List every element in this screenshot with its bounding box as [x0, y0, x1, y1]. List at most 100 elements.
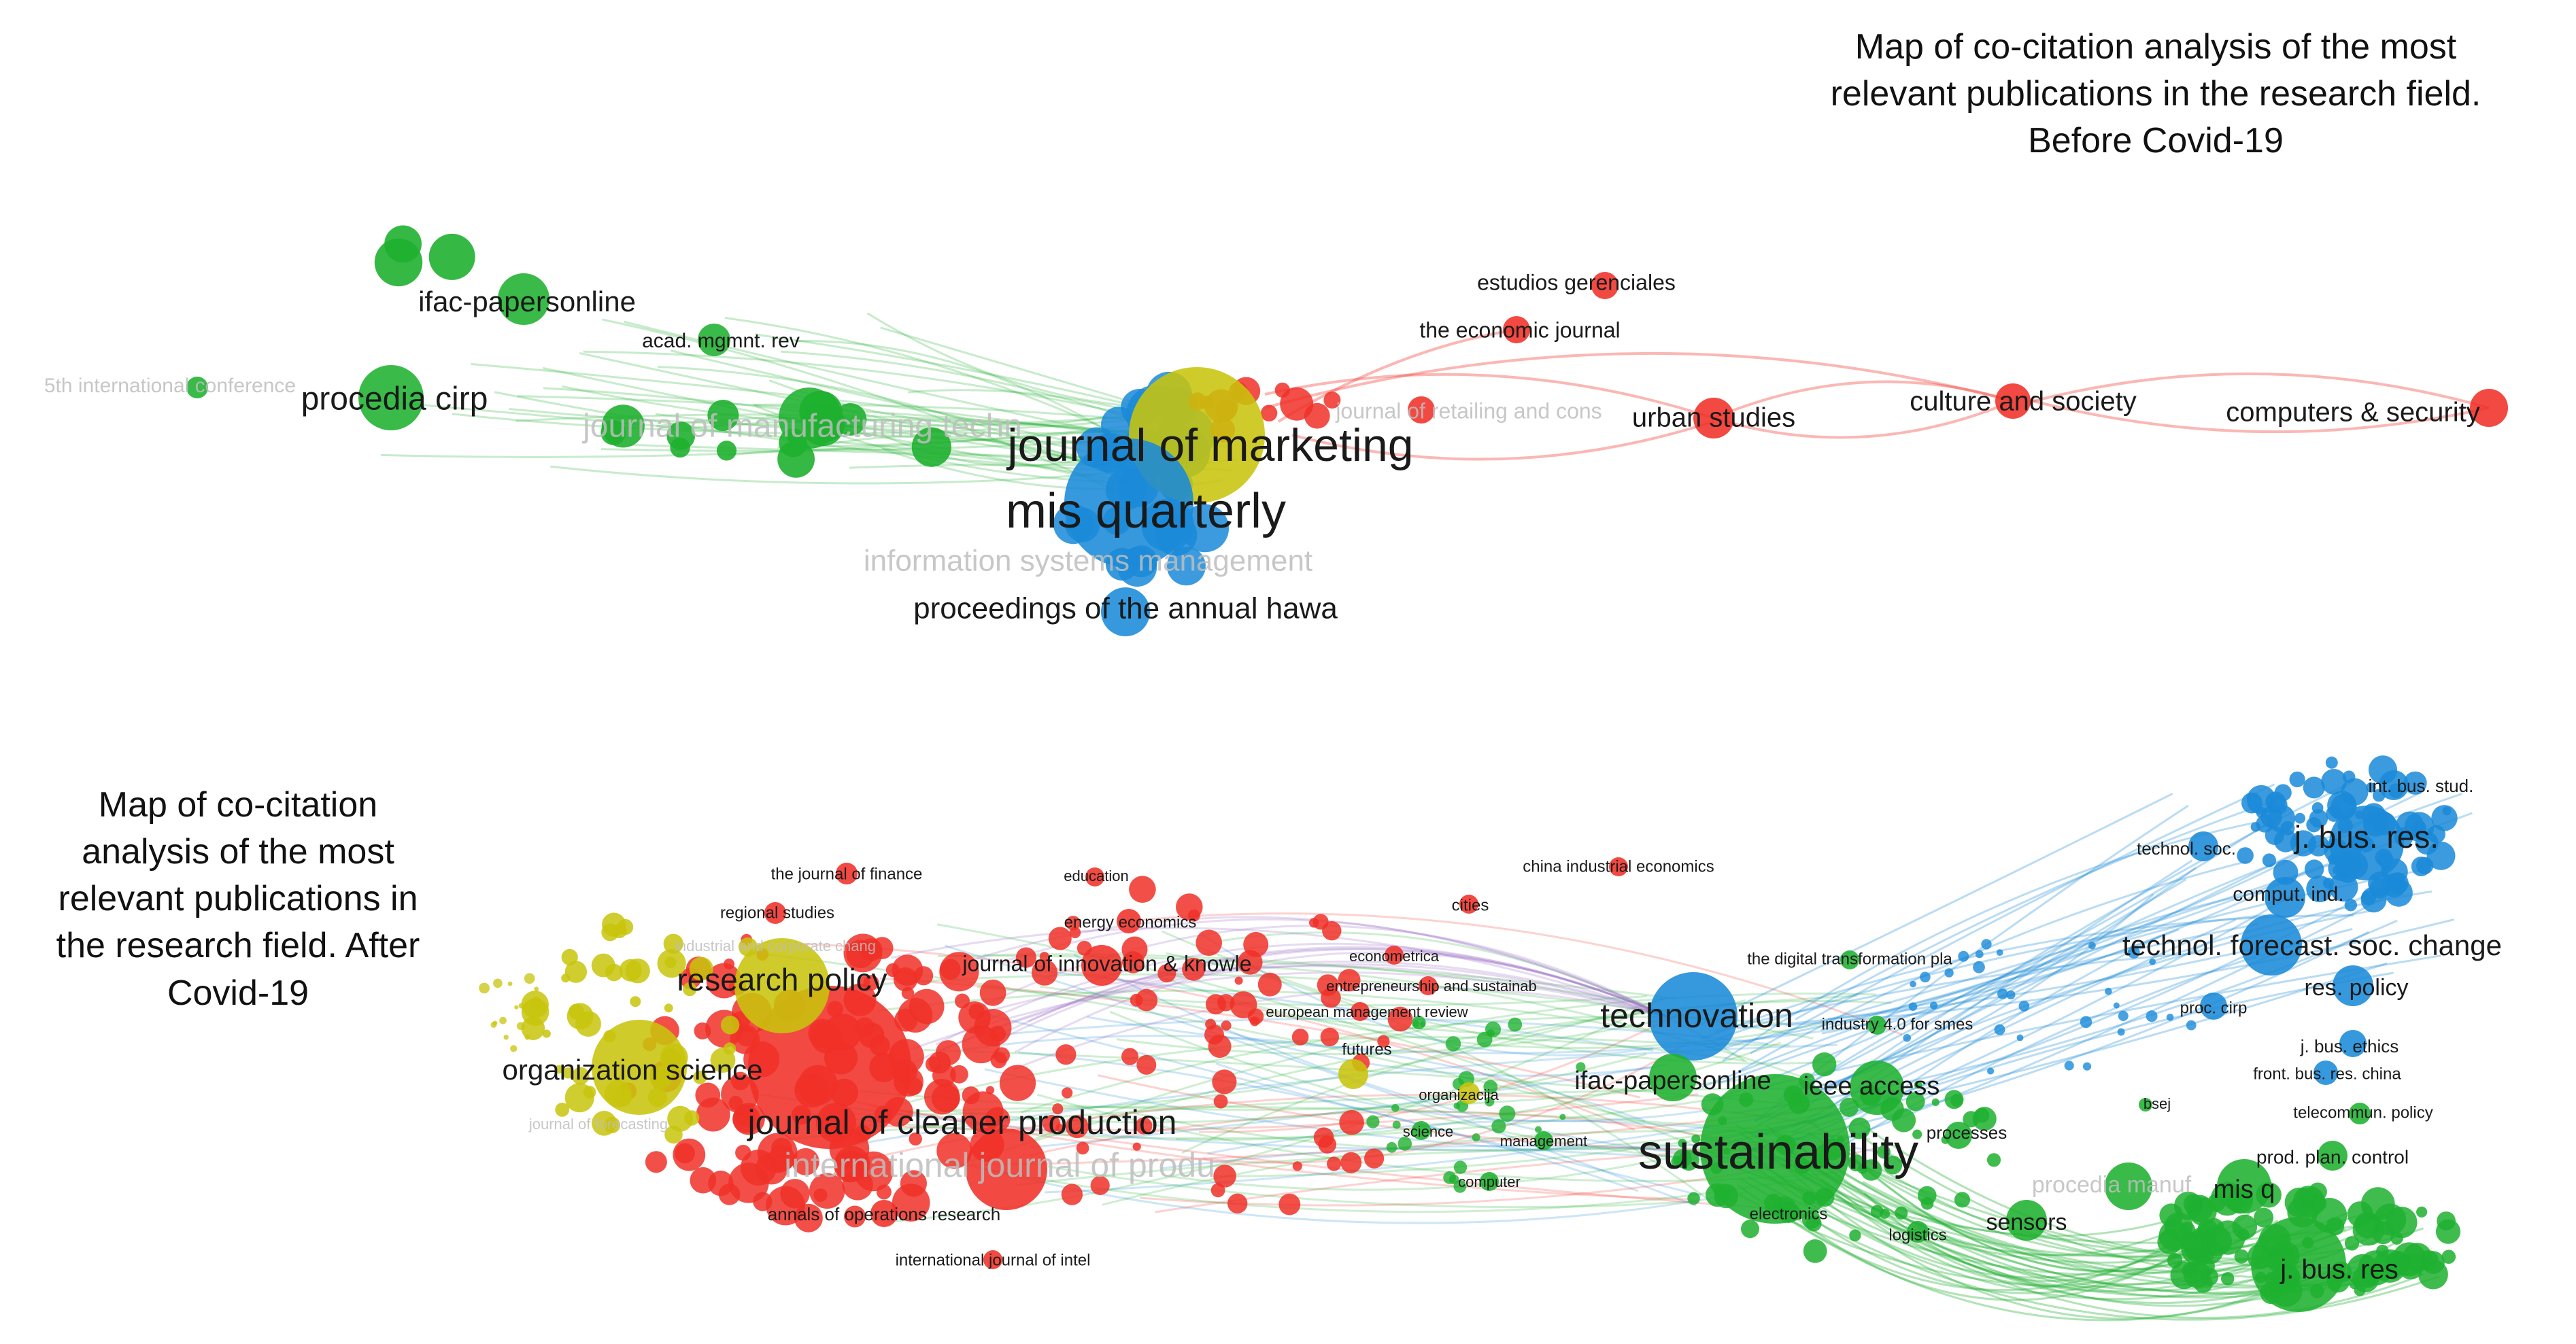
node-ifac-papersonline[interactable]: [498, 273, 549, 325]
minor-node: [1920, 971, 1931, 983]
node-annals-of-operations-research[interactable]: [870, 1200, 898, 1227]
minor-node: [2234, 1249, 2249, 1264]
node-futures[interactable]: [1338, 1059, 1368, 1089]
minor-node: [1292, 1161, 1302, 1171]
node-the-digital-transformation-pla[interactable]: [1840, 950, 1859, 969]
link-edge: [1018, 1051, 1639, 1192]
minor-node: [1671, 1156, 1682, 1167]
minor-node: [1839, 1097, 1859, 1117]
node-sensors[interactable]: [2006, 1200, 2047, 1241]
node-prod-plan-control[interactable]: [2318, 1141, 2348, 1171]
node-j-bus-res[interactable]: [2329, 806, 2404, 880]
link-edge: [1264, 351, 2014, 409]
link-edge: [942, 963, 1667, 1051]
minor-node: [1339, 1109, 1364, 1135]
node-label-energy-economics: energy economics: [1064, 913, 1197, 931]
node-econometrica[interactable]: [1385, 946, 1404, 965]
node-journal-of-forecasting[interactable]: [604, 1117, 620, 1133]
node-industrial-and-corporate-chang[interactable]: [739, 937, 758, 957]
node-international-journal-of-intel[interactable]: [983, 1250, 1002, 1269]
minor-node: [1076, 1141, 1089, 1155]
node-science[interactable]: [1412, 1121, 1431, 1140]
node-acad-mgmnt-rev[interactable]: [698, 324, 730, 356]
minor-node: [999, 1065, 1036, 1101]
node-the-economic-journal[interactable]: [1503, 316, 1530, 343]
minor-node: [1973, 961, 1985, 973]
caption-line: Before Covid-19: [2028, 121, 2284, 161]
node-comput-ind[interactable]: [2265, 877, 2305, 918]
minor-node: [645, 1151, 667, 1173]
node-technovation[interactable]: [1649, 972, 1738, 1061]
node-res-policy[interactable]: [2333, 965, 2373, 1006]
minor-node: [1903, 1034, 1911, 1042]
minor-node: [2390, 1232, 2403, 1245]
node-technol-soc[interactable]: [2188, 831, 2218, 861]
node-computers-security[interactable]: [2470, 389, 2508, 427]
node-education[interactable]: [1085, 867, 1104, 886]
node-industry-4-0-for-smes[interactable]: [1867, 1016, 1886, 1035]
node-european-management-review[interactable]: [1351, 1002, 1370, 1021]
node-journal-of-retailing-and-cons[interactable]: [1408, 396, 1435, 424]
node-j-bus-res[interactable]: [2251, 1217, 2346, 1312]
node-mis-quarterly[interactable]: [1064, 438, 1193, 568]
node-journal-of-manufacturing-techn[interactable]: [779, 387, 840, 449]
node-regional-studies[interactable]: [764, 902, 786, 924]
minor-node: [1015, 947, 1036, 968]
link-edge: [1014, 951, 1667, 1054]
minor-node: [2127, 946, 2140, 959]
node-organizacija[interactable]: [1458, 1082, 1480, 1104]
node-ieee-access[interactable]: [1850, 1061, 1904, 1115]
node-label-proceedings-of-the-annual-hawa: proceedings of the annual hawa: [913, 592, 1338, 625]
minor-node: [2347, 1201, 2373, 1228]
node-mis-q[interactable]: [2217, 1159, 2271, 1213]
node-management[interactable]: [1534, 1131, 1553, 1150]
node-estudios-gerenciales[interactable]: [1591, 272, 1619, 299]
minor-node: [1472, 1133, 1480, 1142]
minor-node: [909, 988, 945, 1024]
link-edge: [1772, 1198, 2220, 1301]
node-technol-forecast-soc-change[interactable]: [2241, 914, 2302, 976]
node-label-j-bus-res: j. bus. res.: [2293, 819, 2439, 855]
node-logistics[interactable]: [1907, 1221, 1929, 1243]
node-ifac-papersonline[interactable]: [1649, 1054, 1697, 1101]
node-china-industrial-economics[interactable]: [1609, 857, 1628, 876]
node-information-systems-management[interactable]: [1106, 548, 1138, 581]
node-the-journal-of-finance[interactable]: [836, 863, 858, 884]
node-label-logistics: logistics: [1888, 1226, 1946, 1244]
node-procedia-cirp[interactable]: [358, 365, 424, 430]
node-int-bus-stud[interactable]: [2379, 770, 2409, 800]
node-proc-cirp[interactable]: [2200, 993, 2227, 1020]
minor-node: [684, 1110, 700, 1126]
node-journal-of-innovation-knowle[interactable]: [1081, 945, 1122, 986]
node-entrepreneurship-and-sustainab[interactable]: [1419, 976, 1438, 995]
node-front-bus-res-china[interactable]: [2314, 1061, 2338, 1085]
node-sustainability[interactable]: [1700, 1074, 1850, 1224]
minor-node: [1132, 1142, 1141, 1151]
node-international-journal-of-produ[interactable]: [966, 1128, 1047, 1210]
node-energy-economics[interactable]: [1117, 909, 1141, 933]
minor-node: [2369, 878, 2390, 899]
node-proceedings-of-the-annual-hawa[interactable]: [1101, 587, 1150, 636]
node-label-research-policy: research policy: [677, 962, 887, 997]
node-organization-science[interactable]: [592, 1020, 687, 1115]
node-telecommun-policy[interactable]: [2349, 1103, 2371, 1124]
caption-line: the research field. After: [56, 926, 420, 966]
node-procedia-manuf[interactable]: [2105, 1162, 2152, 1210]
node-j-bus-ethics[interactable]: [2339, 1030, 2367, 1057]
node-cities[interactable]: [1459, 895, 1478, 914]
node-bsej[interactable]: [2139, 1098, 2152, 1112]
node-urban-studies[interactable]: [1693, 398, 1734, 438]
node-processes[interactable]: [1945, 1122, 1972, 1149]
minor-node: [1860, 1159, 1882, 1181]
node-research-policy[interactable]: [734, 938, 830, 1033]
node-computer[interactable]: [1480, 1172, 1499, 1191]
minor-node: [2442, 806, 2452, 816]
node-label-science: science: [1403, 1123, 1454, 1140]
node-label-ifac-papersonline: ifac-papersonline: [1574, 1067, 1771, 1095]
minor-node: [1678, 1150, 1699, 1171]
node-electronics[interactable]: [1778, 1201, 1799, 1223]
node-culture-and-society[interactable]: [1995, 383, 2031, 419]
node-label-cities: cities: [1452, 896, 1489, 914]
node-5th-international-conference[interactable]: [186, 377, 208, 398]
